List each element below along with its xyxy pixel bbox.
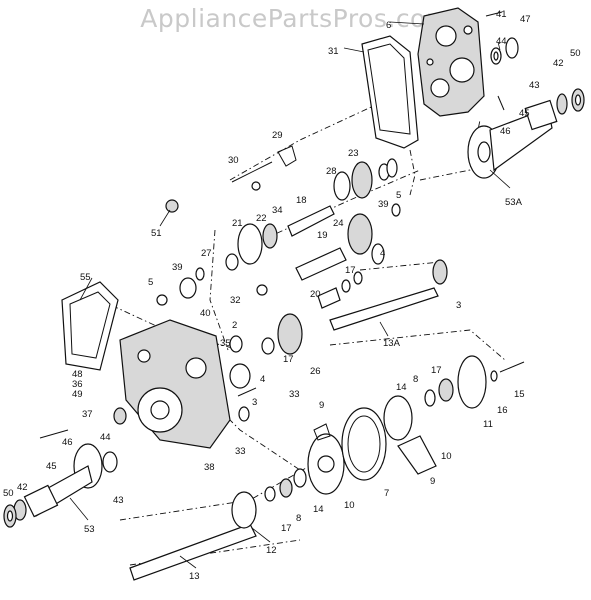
part-label-p33b: 33 — [235, 446, 246, 457]
part-label-p19: 19 — [317, 230, 328, 241]
part-label-p21: 21 — [232, 218, 243, 229]
part-label-p51: 51 — [151, 228, 162, 239]
part-label-p29: 29 — [272, 130, 283, 141]
part-label-p14a: 14 — [396, 382, 407, 393]
part-label-p43: 43 — [529, 80, 540, 91]
part-label-p23: 23 — [348, 148, 359, 159]
part-label-p34: 34 — [272, 205, 283, 216]
part-label-p17d: 17 — [281, 523, 292, 534]
part-label-p40: 40 — [200, 308, 211, 319]
part-label-p27: 27 — [201, 248, 212, 259]
part-label-p24: 24 — [333, 218, 344, 229]
part-label-p16: 16 — [497, 405, 508, 416]
part-label-p4b: 4 — [260, 374, 265, 385]
part-label-p4a: 4 — [380, 248, 385, 259]
part-label-p33a: 33 — [289, 389, 300, 400]
part-label-p47: 47 — [520, 14, 531, 25]
part-label-p9b: 9 — [430, 476, 435, 487]
part-label-p37: 37 — [82, 409, 93, 420]
part-label-p12: 12 — [266, 545, 277, 556]
upper-axle-assembly — [467, 11, 585, 179]
part-label-p45: 45 — [519, 108, 530, 119]
part-label-p13: 13 — [189, 571, 200, 582]
part-label-p42b: 42 — [17, 482, 28, 493]
part-label-p50b: 50 — [3, 488, 14, 499]
part-label-p9a: 9 — [319, 400, 324, 411]
leader-lines — [69, 21, 511, 569]
part-label-p55: 55 — [80, 272, 91, 283]
part-label-p39b: 39 — [172, 262, 183, 273]
part-label-p10b: 10 — [344, 500, 355, 511]
part-label-p10a: 10 — [441, 451, 452, 462]
part-label-p8b: 8 — [296, 513, 301, 524]
part-label-p46b: 46 — [62, 437, 73, 448]
part-label-p11: 11 — [483, 419, 493, 430]
part-label-p5a: 5 — [396, 190, 401, 201]
part-label-p53a: 53A — [505, 197, 523, 208]
part-label-p46: 46 — [500, 126, 511, 137]
part-label-p49: 49 — [72, 389, 83, 400]
part-label-p38: 38 — [204, 462, 215, 473]
part-label-p20: 20 — [310, 289, 321, 300]
part-label-p44b: 44 — [100, 432, 111, 443]
part-label-p50: 50 — [570, 48, 581, 59]
cover-plate — [361, 35, 419, 149]
part-label-p15: 15 — [514, 389, 525, 400]
gasket — [61, 281, 119, 371]
part-label-p36: 36 — [72, 379, 83, 390]
part-label-p22: 22 — [256, 213, 267, 224]
part-label-p42: 42 — [553, 58, 564, 69]
part-label-p31: 31 — [328, 46, 339, 57]
part-label-p5b: 5 — [148, 277, 153, 288]
part-label-p35: 35 — [220, 338, 231, 349]
part-label-p26: 26 — [310, 366, 321, 377]
part-label-p17a: 17 — [345, 265, 356, 276]
part-label-p45b: 45 — [46, 461, 57, 472]
part-label-p44: 44 — [496, 36, 507, 47]
part-label-p41: 41 — [496, 9, 507, 20]
part-label-p30: 30 — [228, 155, 239, 166]
part-label-p8a: 8 — [413, 374, 418, 385]
part-label-p14b: 14 — [313, 504, 324, 515]
differential-assembly — [129, 355, 525, 581]
part-label-p3a: 3 — [456, 300, 461, 311]
part-label-p7: 7 — [384, 488, 389, 499]
part-label-p3b: 3 — [252, 397, 257, 408]
upper-housing — [417, 7, 485, 117]
part-label-p17b: 17 — [283, 354, 294, 365]
part-label-p32: 32 — [230, 295, 241, 306]
lower-axle-assembly — [3, 407, 127, 528]
part-label-p43b: 43 — [113, 495, 124, 506]
part-label-p17c: 17 — [431, 365, 442, 376]
part-label-p28: 28 — [326, 166, 337, 177]
part-label-p18: 18 — [296, 195, 307, 206]
part-label-p48: 48 — [72, 369, 83, 380]
part-label-p53: 53 — [84, 524, 95, 535]
part-label-p2: 2 — [232, 320, 237, 331]
main-housing — [119, 313, 303, 449]
upper-gear-train — [156, 145, 448, 331]
part-label-p6: 6 — [386, 20, 391, 31]
part-label-p39a: 39 — [378, 199, 389, 210]
part-label-p13a: 13A — [383, 338, 401, 349]
